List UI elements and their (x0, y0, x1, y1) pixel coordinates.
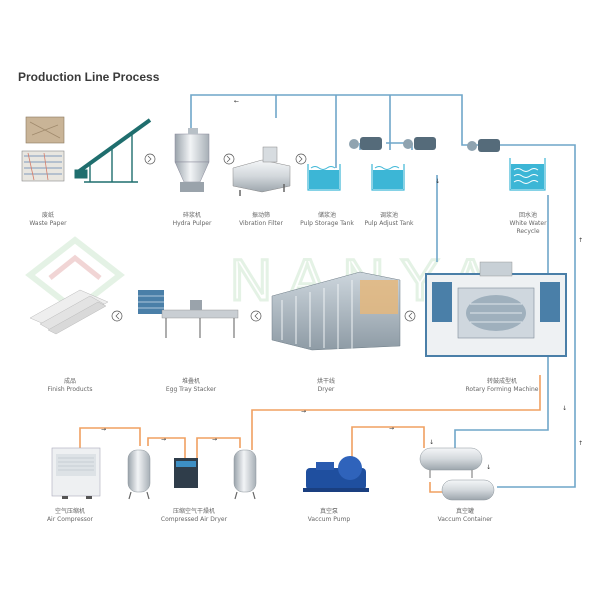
label-cn: 废纸 (41, 212, 54, 219)
label-cn: 真空罐 (455, 508, 474, 515)
label-cn: 转鼓成型机 (486, 378, 517, 385)
egg-tray-stacker-image (138, 290, 239, 338)
pulp-adjust-tank-image (371, 164, 405, 191)
air-tank-2-image (233, 449, 257, 500)
pulp-pump-2 (403, 137, 436, 150)
arrow-circle-5 (250, 310, 262, 322)
label-white-water: 回水池 White Water Recycle (498, 212, 558, 236)
label-cn: 真空泵 (319, 508, 338, 515)
svg-text:→: → (301, 408, 306, 415)
page-title: Production Line Process (18, 70, 160, 84)
svg-text:→: → (161, 436, 166, 443)
label-en: Air Compressor (46, 516, 94, 523)
label-en: Rotary Forming Machine (465, 386, 539, 393)
label-en-2: Recycle (516, 228, 540, 235)
label-cn: 储浆池 (317, 212, 336, 219)
svg-text:↓: ↓ (486, 464, 491, 471)
label-en: Waste Paper (29, 220, 67, 227)
arrow-circle-4 (111, 310, 123, 322)
conveyor-image (74, 118, 152, 183)
label-finish-products: 成品 Finish Products (40, 378, 100, 394)
dryer-image (271, 271, 401, 351)
flow-arrows: ← ↑ ↓ ↓ ↑ → → → → → ↓ ↓ (101, 98, 583, 471)
svg-text:↓: ↓ (562, 405, 567, 412)
label-en: Hydra Pulper (172, 220, 212, 227)
label-rotary-forming-machine: 转鼓成型机 Rotary Forming Machine (462, 378, 542, 394)
label-en: Vibration Filter (239, 220, 283, 227)
svg-text:→: → (212, 436, 217, 443)
waste-paper-image (21, 116, 65, 182)
label-vaccum-pump: 真空泵 Vaccum Pump (298, 508, 360, 524)
hydra-pulper-image (174, 128, 210, 192)
vaccum-pump-image (303, 456, 369, 492)
label-en: Pulp Storage Tank (300, 220, 354, 227)
label-en: Vaccum Pump (307, 516, 351, 523)
label-cn: 回水池 (518, 212, 537, 219)
svg-text:↑: ↑ (578, 440, 583, 447)
svg-text:→: → (101, 426, 106, 433)
air-compressor-image (51, 447, 101, 499)
svg-text:←: ← (234, 98, 239, 105)
label-en: Pulp Adjust Tank (364, 220, 414, 227)
svg-text:→: → (389, 425, 394, 432)
compressed-air-dryer-image (174, 458, 198, 488)
white-water-tank-image (509, 158, 546, 191)
arrow-circle-3 (295, 153, 307, 165)
finish-products-image (29, 289, 109, 335)
vaccum-container-image (419, 447, 495, 501)
label-air-compressor: 空气压缩机 Air Compressor (40, 508, 100, 524)
svg-text:↑: ↑ (578, 237, 583, 244)
process-arrows (111, 153, 416, 322)
label-cn: 成品 (63, 378, 76, 385)
label-en: Egg Tray Stacker (165, 386, 217, 393)
label-cn: 压缩空气干燥机 (172, 508, 215, 515)
label-cn: 调浆池 (379, 212, 398, 219)
label-cn: 振动筛 (251, 212, 270, 219)
label-en: Compressed Air Dryer (160, 516, 228, 523)
arrow-circle-6 (404, 310, 416, 322)
label-cn: 堆叠机 (181, 378, 200, 385)
label-en: Dryer (317, 386, 335, 393)
label-vibration-filter: 振动筛 Vibration Filter (231, 212, 291, 228)
label-en: Vaccum Container (437, 516, 493, 523)
vibration-filter-image (232, 146, 291, 196)
label-cn: 碎浆机 (182, 212, 201, 219)
rotary-forming-machine-image (425, 261, 567, 357)
label-cn: 烘干线 (316, 378, 335, 385)
label-egg-tray-stacker: 堆叠机 Egg Tray Stacker (160, 378, 222, 394)
arrow-circle-2 (223, 153, 235, 165)
air-tank-1-image (127, 449, 151, 500)
label-pulp-storage-tank: 储浆池 Pulp Storage Tank (296, 212, 358, 228)
pulp-pump-1 (349, 137, 382, 150)
label-waste-paper: 废纸 Waste Paper (18, 212, 78, 228)
white-water-pump (467, 139, 500, 152)
svg-text:↓: ↓ (429, 439, 434, 446)
label-cn: 空气压缩机 (54, 508, 85, 515)
label-dryer: 烘干线 Dryer (296, 378, 356, 394)
svg-text:↓: ↓ (435, 178, 440, 185)
label-hydra-pulper: 碎浆机 Hydra Pulper (162, 212, 222, 228)
label-en: Finish Products (47, 386, 93, 393)
arrow-circle-1 (144, 153, 156, 165)
label-compressed-air-dryer: 压缩空气干燥机 Compressed Air Dryer (156, 508, 232, 524)
label-vaccum-container: 真空罐 Vaccum Container (430, 508, 500, 524)
label-pulp-adjust-tank: 调浆池 Pulp Adjust Tank (358, 212, 420, 228)
pulp-storage-tank-image (307, 164, 341, 191)
label-en: White Water (509, 220, 547, 227)
